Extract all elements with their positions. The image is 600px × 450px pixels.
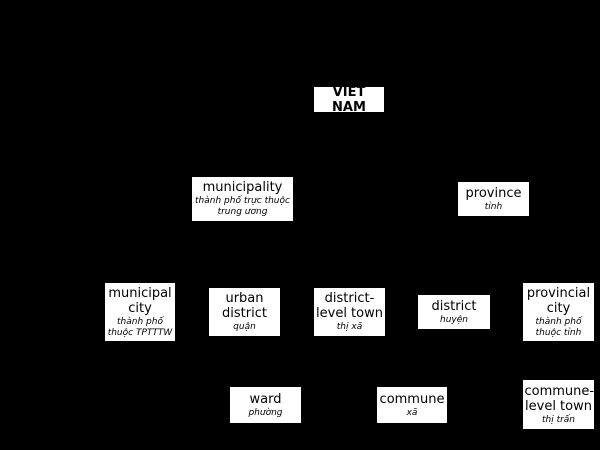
node-urban-district: urban district quận <box>208 287 281 337</box>
node-viet-nam: VIET NAM <box>313 84 385 115</box>
node-district: district huyện <box>417 294 491 330</box>
node-province: province tỉnh <box>457 181 530 217</box>
edge-root-municipality <box>242 112 350 177</box>
edge-municipality-district-level-town <box>242 221 350 288</box>
node-label: VIET NAM <box>332 84 366 115</box>
edge-municipality-municipal-city <box>139 221 244 283</box>
node-label: commune <box>379 391 445 407</box>
edge-province-district <box>452 216 494 295</box>
node-label: district-level town <box>316 291 383 321</box>
node-label: district <box>431 298 477 314</box>
node-label: municipal city <box>108 285 172 316</box>
node-label: municipality <box>202 180 283 195</box>
node-sublabel: tỉnh <box>484 201 503 212</box>
node-sublabel: quận <box>233 322 256 332</box>
edge-province-provincial-city <box>492 216 559 283</box>
node-label: provincial city <box>526 285 591 316</box>
node-sublabel: thành phố thuộc TPTTTW <box>107 316 173 338</box>
node-municipal-city: municipal city thành phố thuộc TPTTTW <box>104 282 176 342</box>
node-district-level-town: district-level town thị xã <box>313 287 386 337</box>
node-label: province <box>465 185 522 201</box>
node-municipality: municipality thành phố trực thuộc trung … <box>191 176 294 222</box>
node-sublabel: huyện <box>440 314 468 325</box>
node-sublabel: xã <box>406 407 418 418</box>
node-label: urban district <box>222 291 267 321</box>
node-sublabel: thành phố trực thuộc trung ương <box>195 196 290 217</box>
node-commune-level-town: commune-level town thị trấn <box>522 379 595 430</box>
node-sublabel: phường <box>248 407 283 418</box>
node-sublabel: thành phố thuộc tỉnh <box>535 316 582 338</box>
edge-root-province <box>348 112 494 182</box>
node-ward: ward phường <box>229 386 302 424</box>
edge-municipality-urban-district <box>242 221 245 288</box>
node-sublabel: thị trấn <box>541 414 576 425</box>
node-label: ward <box>249 391 282 407</box>
node-commune: commune xã <box>376 386 448 424</box>
node-label: commune-level town <box>524 383 595 414</box>
node-provincial-city: provincial city thành phố thuộc tỉnh <box>522 282 595 342</box>
node-sublabel: thị xã <box>336 322 363 332</box>
